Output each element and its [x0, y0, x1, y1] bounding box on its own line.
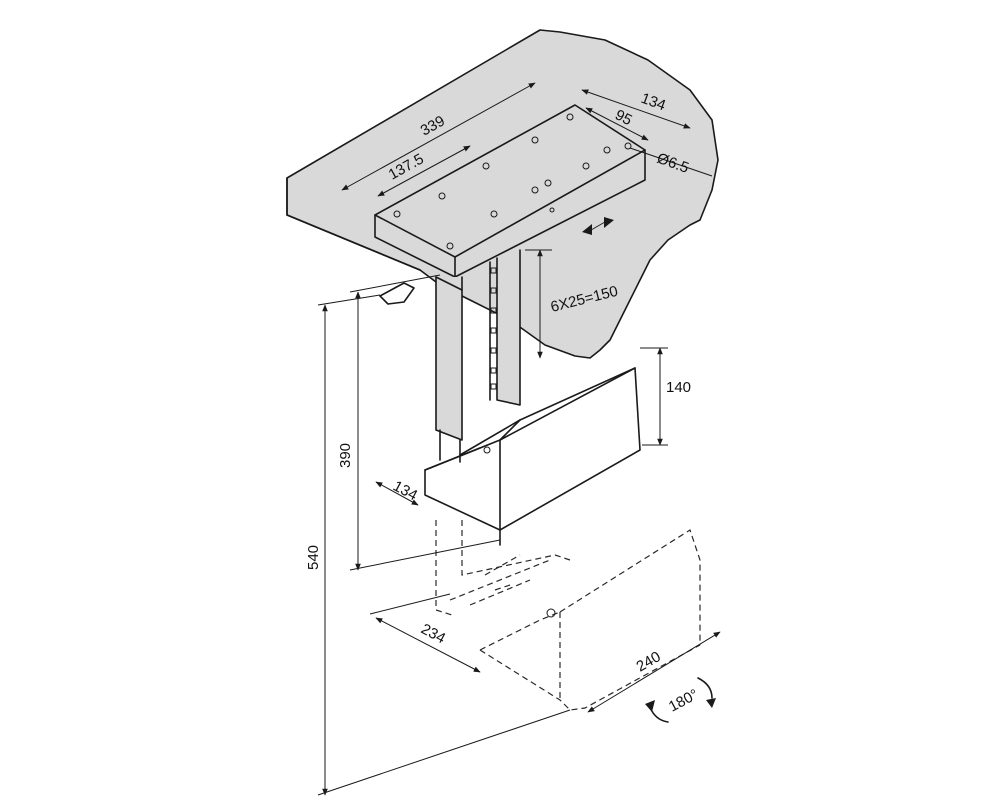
vertical-posts — [435, 249, 521, 463]
rotate-right-arrow-icon — [697, 677, 716, 708]
label-140: 140 — [666, 379, 691, 396]
rotate-left-arrow-icon — [645, 700, 669, 723]
mounting-plate — [374, 104, 646, 278]
cpu-holder-solid — [424, 367, 641, 546]
label-rotation: 180° — [666, 686, 701, 716]
double-arrow-icon — [582, 217, 614, 235]
label-240: 240 — [634, 648, 664, 675]
knob-icon — [379, 282, 415, 305]
label-390: 390 — [337, 443, 354, 468]
label-95: 95 — [612, 106, 635, 129]
label-234: 234 — [418, 621, 448, 648]
dimension-lines — [317, 82, 721, 796]
label-134-lower: 134 — [390, 478, 420, 505]
cpu-holder-dashed — [435, 520, 701, 711]
label-540: 540 — [305, 545, 322, 570]
